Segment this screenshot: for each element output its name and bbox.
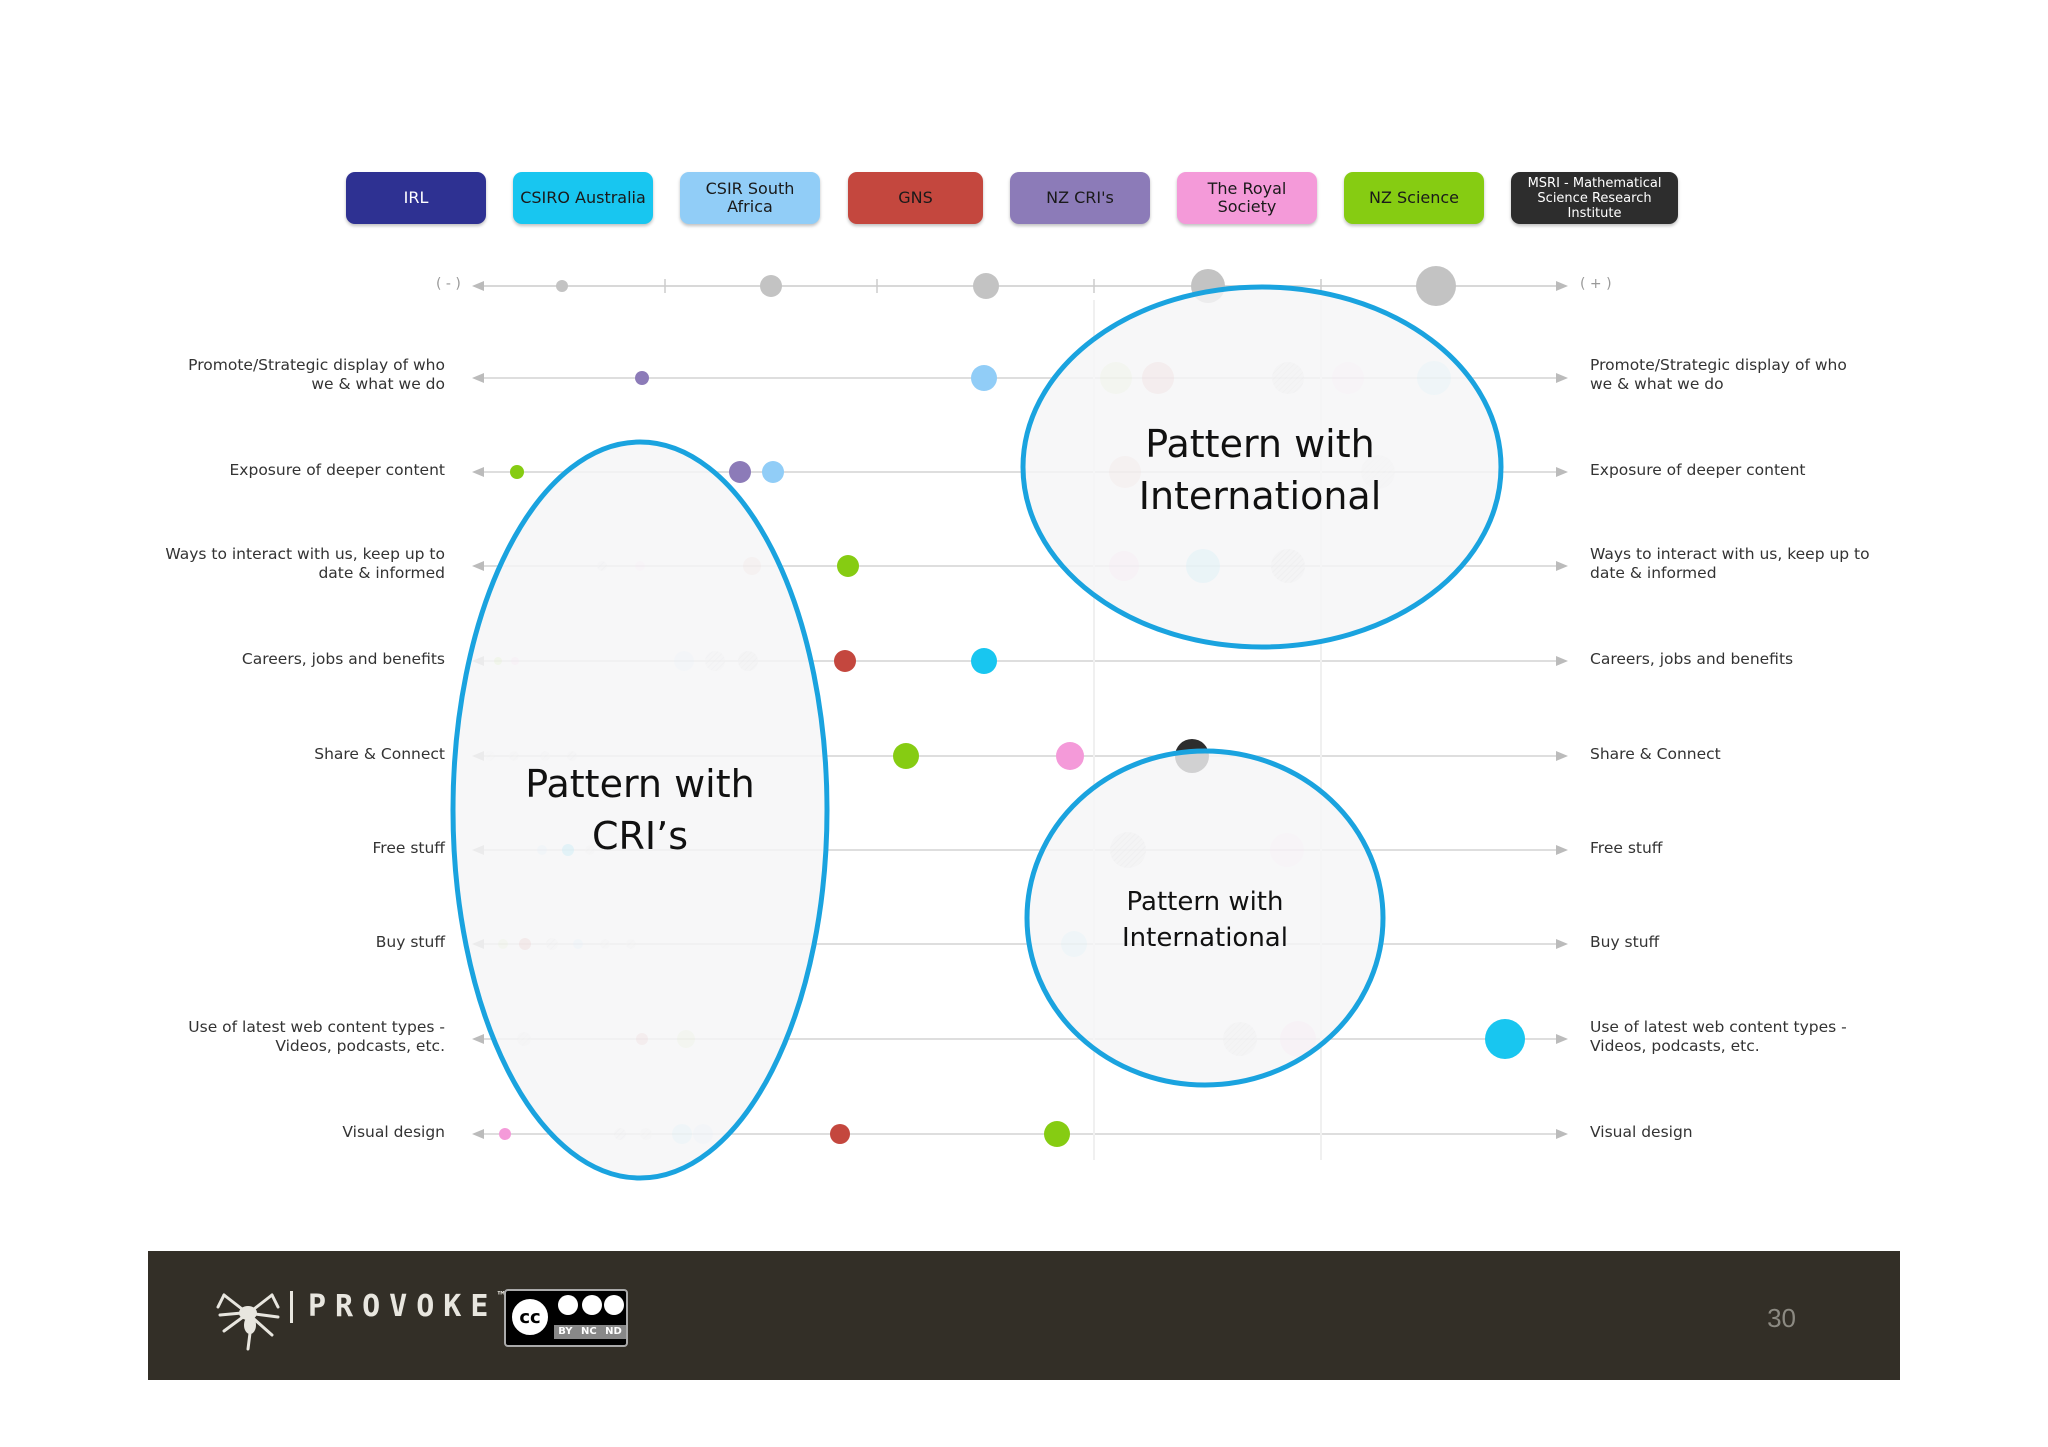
data-dot-25 bbox=[971, 648, 997, 674]
page-number: 30 bbox=[1767, 1303, 1796, 1333]
row-label-left-6: Buy stuff bbox=[375, 933, 445, 951]
row-left-arrow-8 bbox=[472, 1129, 484, 1139]
data-dot-7 bbox=[510, 465, 524, 479]
row-label-right-1: Exposure of deeper content bbox=[1590, 461, 1806, 479]
row-right-arrow-0 bbox=[1556, 373, 1568, 383]
data-dot-56 bbox=[830, 1124, 850, 1144]
row-label-right-3: Careers, jobs and benefits bbox=[1590, 650, 1794, 668]
cc-term-nd: ND bbox=[605, 1326, 622, 1337]
callout-ellipses bbox=[450, 284, 1504, 1181]
row-right-arrow-4 bbox=[1556, 751, 1568, 761]
legend-item-4: NZ CRI's bbox=[1010, 172, 1150, 224]
row-label-right-6: Buy stuff bbox=[1590, 933, 1660, 951]
row-right-arrow-1 bbox=[1556, 467, 1568, 477]
brand-trademark: ™ bbox=[497, 1289, 505, 1303]
row-label-right-0: Promote/Strategic display of who we & wh… bbox=[1590, 356, 1847, 393]
callout-intl-bottom-label: Pattern with International bbox=[1122, 887, 1288, 953]
row-left-arrow-2 bbox=[472, 561, 484, 571]
data-dot-0 bbox=[635, 371, 649, 385]
row-label-left-8: Visual design bbox=[342, 1123, 445, 1141]
cc-terms: BY NC ND bbox=[554, 1325, 626, 1339]
brand-name: PROVOKE bbox=[308, 1289, 498, 1324]
footer-bar: PROVOKE™ cc BY NC ND 30 bbox=[148, 1251, 1900, 1380]
creative-commons-badge: cc BY NC ND bbox=[504, 1289, 628, 1347]
scale-right-arrow bbox=[1556, 281, 1568, 291]
row-label-left-3: Careers, jobs and benefits bbox=[241, 650, 445, 668]
legend-item-0: IRL bbox=[346, 172, 486, 224]
row-right-arrow-7 bbox=[1556, 1034, 1568, 1044]
cc-term-by: BY bbox=[558, 1326, 573, 1337]
brand-wordmark: PROVOKE™ bbox=[308, 1289, 505, 1324]
row-left-arrow-0 bbox=[472, 373, 484, 383]
cc-by-icon bbox=[558, 1295, 578, 1315]
row-label-left-4: Share & Connect bbox=[314, 745, 445, 763]
data-dot-57 bbox=[1044, 1121, 1070, 1147]
data-dot-24 bbox=[834, 650, 856, 672]
row-label-right-7: Use of latest web content types - Videos… bbox=[1590, 1018, 1847, 1055]
cc-icon: cc bbox=[510, 1297, 550, 1337]
row-right-arrow-3 bbox=[1556, 656, 1568, 666]
scale-left-arrow bbox=[472, 281, 484, 291]
row-right-arrow-6 bbox=[1556, 939, 1568, 949]
legend-item-7: MSRI - Mathematical Science Research Ins… bbox=[1511, 172, 1678, 224]
scale-axis bbox=[472, 266, 1568, 306]
row-label-left-2: Ways to interact with us, keep up to dat… bbox=[165, 545, 445, 582]
row-right-arrow-8 bbox=[1556, 1129, 1568, 1139]
data-dot-51 bbox=[499, 1128, 511, 1140]
data-dot-1 bbox=[971, 365, 997, 391]
row-label-left-5: Free stuff bbox=[372, 839, 445, 857]
legend-item-2: CSIR South Africa bbox=[680, 172, 820, 224]
row-left-arrow-7 bbox=[472, 1034, 484, 1044]
data-dot-31 bbox=[1056, 742, 1084, 770]
row-label-right-2: Ways to interact with us, keep up to dat… bbox=[1590, 545, 1870, 582]
cc-nc-icon bbox=[582, 1295, 602, 1315]
brand-divider bbox=[290, 1291, 293, 1323]
row-label-left-0: Promote/Strategic display of who we & wh… bbox=[188, 356, 445, 393]
data-dot-9 bbox=[762, 461, 784, 483]
spider-logo-icon bbox=[216, 1293, 280, 1351]
cc-nd-icon bbox=[604, 1295, 624, 1315]
scale-minus-label: ( - ) bbox=[436, 276, 461, 292]
data-dot-50 bbox=[1485, 1019, 1525, 1059]
legend-item-1: CSIRO Australia bbox=[513, 172, 653, 224]
legend-item-6: NZ Science bbox=[1344, 172, 1484, 224]
callout-intl-bottom-ellipse bbox=[1024, 748, 1386, 1088]
callout-cri-label: Pattern with CRI’s bbox=[525, 762, 755, 858]
cc-term-nc: NC bbox=[580, 1326, 597, 1337]
callout-intl-top-ellipse bbox=[1020, 284, 1504, 650]
callout-intl-top-label: Pattern with International bbox=[1138, 422, 1382, 518]
data-dot-8 bbox=[729, 461, 751, 483]
scale-plus-label: ( + ) bbox=[1580, 276, 1612, 292]
scale-size-dot-0 bbox=[556, 280, 568, 292]
row-label-left-1: Exposure of deeper content bbox=[229, 461, 445, 479]
data-dot-30 bbox=[893, 743, 919, 769]
callout-cri-ellipse bbox=[450, 439, 830, 1181]
row-label-right-4: Share & Connect bbox=[1590, 745, 1721, 763]
row-label-left-7: Use of latest web content types - Videos… bbox=[188, 1018, 445, 1055]
scale-size-dot-2 bbox=[973, 273, 999, 299]
data-dot-15 bbox=[837, 555, 859, 577]
scale-size-dot-1 bbox=[760, 275, 782, 297]
row-right-arrow-2 bbox=[1556, 561, 1568, 571]
row-right-arrow-5 bbox=[1556, 845, 1568, 855]
scale-size-dot-4 bbox=[1416, 266, 1456, 306]
legend-item-3: GNS bbox=[848, 172, 983, 224]
row-label-right-8: Visual design bbox=[1590, 1123, 1693, 1141]
row-label-right-5: Free stuff bbox=[1590, 839, 1663, 857]
legend-item-5: The Royal Society bbox=[1177, 172, 1317, 224]
row-left-arrow-1 bbox=[472, 467, 484, 477]
